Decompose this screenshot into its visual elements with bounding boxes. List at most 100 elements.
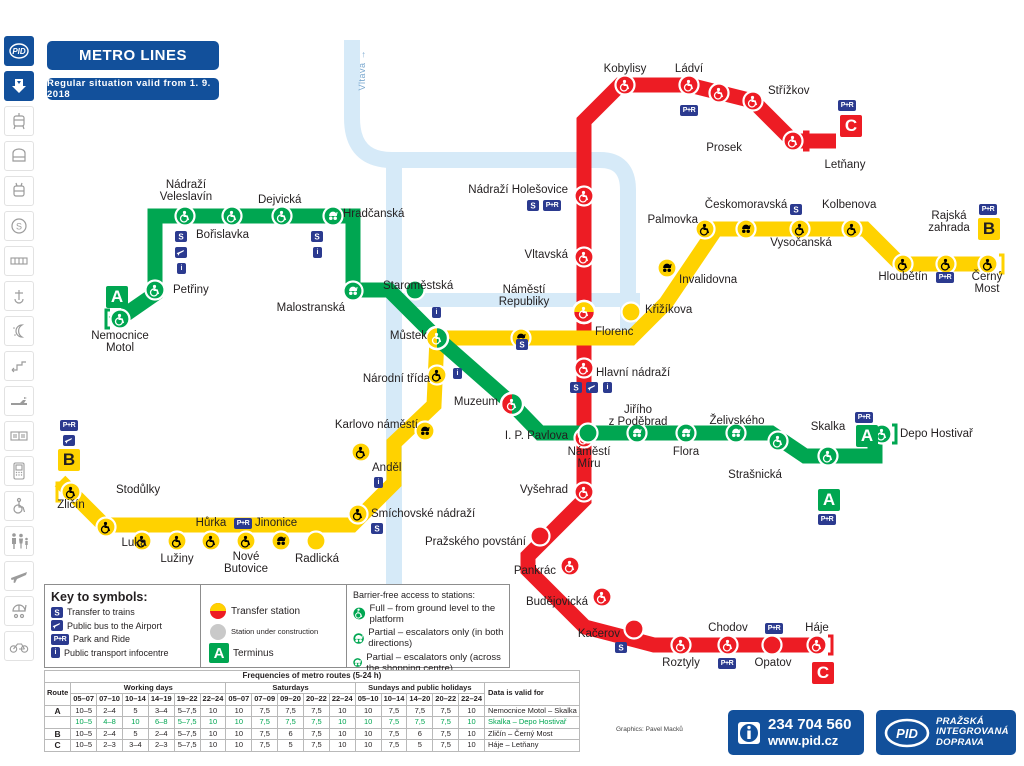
- freq-cell-working: 3–4: [121, 739, 149, 752]
- station-label-vltavska: Vltavská: [524, 249, 568, 261]
- legend-barrier-free-title: Barrier-free access to stations:: [353, 590, 476, 600]
- tram-icon[interactable]: [4, 106, 34, 136]
- airplane-icon[interactable]: [4, 561, 34, 591]
- freq-cell-saturday: 7,5: [277, 704, 304, 717]
- infocentre-badge: i: [177, 263, 186, 274]
- legend-item-access-full: Full – from ground level to the platform: [353, 603, 505, 625]
- svg-text:S: S: [314, 233, 320, 242]
- phone-number: 234 704 560: [768, 715, 852, 733]
- station-label-hradcanska: Hradčanská: [343, 208, 405, 220]
- station-label-smichovske-nadrazi: Smíchovské nádraží: [371, 508, 476, 520]
- infocentre-badge: i: [374, 477, 383, 488]
- station-label-mustek: Můstek: [389, 330, 427, 342]
- station-label-staromestska: Staroměstská: [383, 280, 454, 292]
- park-and-ride-badge: P+R: [936, 272, 954, 283]
- bicycle-icon[interactable]: [4, 631, 34, 661]
- pid-logo-icon[interactable]: PID: [4, 36, 34, 66]
- station-label-petriny: Petřiny: [173, 284, 209, 296]
- freq-cell-working: 3–4: [147, 704, 175, 717]
- ferry-icon[interactable]: [4, 281, 34, 311]
- pid-logo-box: PID PRAŽSKÁ INTEGROVANÁ DOPRAVA: [876, 710, 1016, 755]
- station-label-zlicin: Zličín: [57, 499, 85, 511]
- svg-text:S: S: [618, 644, 624, 653]
- stroller-icon[interactable]: [4, 596, 34, 626]
- freq-cell-saturday: 10: [225, 727, 253, 740]
- download-arrow-icon[interactable]: [4, 71, 34, 101]
- freq-cell-sunday: 7,5: [380, 716, 408, 729]
- line-a-stations: [104, 205, 898, 467]
- freq-cell-sunday: 10: [354, 716, 382, 729]
- website-url: www.pid.cz: [768, 732, 839, 748]
- station-label-flora: Flora: [672, 446, 700, 458]
- park-and-ride-badge: P+R: [979, 204, 997, 215]
- legend-item-infocentre: i Public transport infocentre: [51, 647, 196, 658]
- svg-text:S: S: [54, 608, 60, 617]
- valid-for-cell: Zličín – Černý Most: [484, 727, 580, 740]
- terminus-a-skalka: A: [818, 489, 840, 511]
- night-service-icon[interactable]: [4, 316, 34, 346]
- park-and-ride-icon: P+R: [51, 633, 69, 645]
- legend-label: Transfer station: [231, 605, 301, 617]
- svg-text:S: S: [178, 233, 184, 242]
- legend-item-park-and-ride: P+R Park and Ride: [51, 633, 196, 645]
- freq-cell-sunday: 7,5: [432, 716, 460, 729]
- station-label-kacerov: Kačerov: [577, 628, 620, 640]
- transfer-mustek: [424, 325, 450, 351]
- transfer-muzeum: [499, 391, 525, 417]
- route-cell: [43, 716, 72, 729]
- station-label-stodulky: Stodůlky: [116, 484, 161, 496]
- freq-cell-sunday: 5: [406, 739, 434, 752]
- trolleybus-icon[interactable]: [4, 176, 34, 206]
- ticket-icon[interactable]: [4, 421, 34, 451]
- s-train-badge: S: [311, 231, 323, 242]
- station-label-haje: Háje: [805, 622, 829, 634]
- time-header-working: 14–19: [147, 693, 175, 706]
- legend-item-terminus: A Terminus: [209, 643, 342, 663]
- pid-line-2: INTEGROVANÁ: [936, 726, 1009, 738]
- station-label-borislavka: Bořislavka: [196, 229, 250, 241]
- infocentre-badge: i: [603, 382, 612, 393]
- transfer-station-icon: [210, 603, 226, 619]
- route-cell: A: [43, 704, 72, 717]
- mobile-ticket-icon[interactable]: [4, 456, 34, 486]
- terminus-icon: A: [209, 643, 229, 663]
- left-icon-rail: PID S: [4, 36, 38, 666]
- time-header-saturday: 22–24: [328, 693, 356, 706]
- time-header-working: 05–07: [70, 693, 98, 706]
- legend-box: Key to symbols: S Transfer to trains Pub…: [44, 584, 510, 674]
- station-label-invalidovna: Invalidovna: [679, 274, 738, 286]
- train-icon[interactable]: [4, 246, 34, 276]
- freq-cell-working: 2–3: [147, 739, 175, 752]
- family-icon[interactable]: [4, 526, 34, 556]
- freq-cell-sunday: 7,5: [380, 727, 408, 740]
- metro-s-icon[interactable]: S: [4, 211, 34, 241]
- station-label-ip-pavlova: I. P. Pavlova: [504, 430, 568, 442]
- freq-cell-saturday: 10: [225, 716, 253, 729]
- info-icon: [738, 721, 760, 744]
- station-label-rajska-zahrada: Rajská zahrada: [928, 210, 970, 234]
- legend-title: Key to symbols:: [51, 590, 148, 604]
- station-label-strasnicka: Strašnická: [728, 469, 782, 481]
- airport-shuttle-icon[interactable]: [4, 386, 34, 416]
- pid-line-3: DOPRAVA: [936, 736, 985, 748]
- legend-label: Transfer to trains: [67, 607, 135, 617]
- station-label-jiriho-z-podebrad: Jiřího z Poděbrad: [608, 404, 668, 428]
- terminus-a-depo: A: [856, 425, 878, 447]
- time-header-sunday: 10–14: [380, 693, 408, 706]
- freq-cell-saturday: 6: [277, 727, 304, 740]
- station-label-andel: Anděl: [372, 462, 402, 474]
- time-header-working: 07–10: [96, 693, 123, 706]
- freq-cell-sunday: 7,5: [380, 704, 408, 717]
- bus-icon[interactable]: [4, 141, 34, 171]
- wheelchair-icon[interactable]: [4, 491, 34, 521]
- funicular-icon[interactable]: [4, 351, 34, 381]
- contact-box[interactable]: 234 704 560 www.pid.cz: [728, 710, 864, 755]
- graphics-credit: Graphics: Pavel Macků: [616, 726, 683, 733]
- time-header-sunday: 22–24: [458, 693, 485, 706]
- freq-cell-working: 5–7,5: [173, 704, 201, 717]
- airport-bus-icon: [51, 620, 63, 631]
- freq-cell-sunday: 10: [458, 704, 485, 717]
